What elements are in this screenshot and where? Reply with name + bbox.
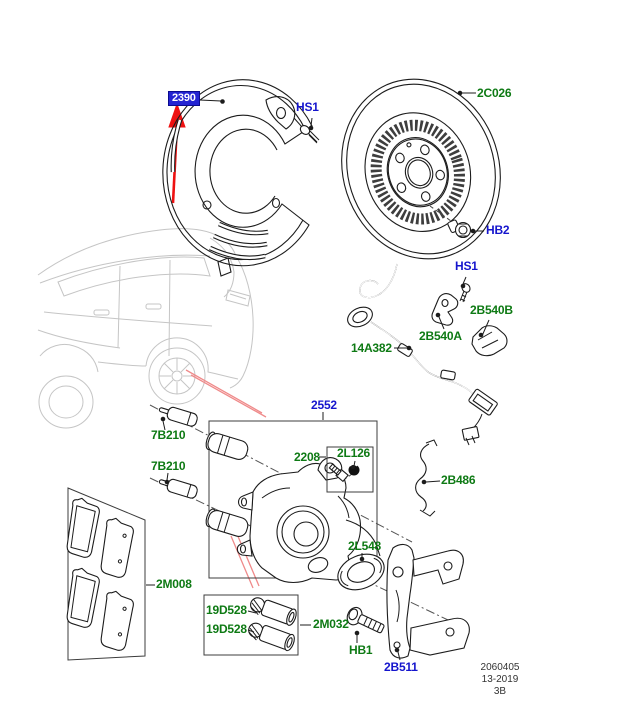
part-label-hs1-4[interactable]: HS1 [455, 259, 478, 273]
part-label-2m008-15[interactable]: 2M008 [156, 577, 192, 591]
sheet-revision: 3B [493, 686, 507, 697]
brake-pad [66, 567, 100, 628]
part-label-hb2-3[interactable]: HB2 [486, 223, 510, 237]
bleed-screw-box [326, 446, 374, 493]
part-label-2b511-20[interactable]: 2B511 [384, 660, 418, 674]
part-label-hs1-1[interactable]: HS1 [296, 100, 319, 114]
vehicle-sketch [37, 228, 254, 429]
caliper-assembly-box [205, 420, 381, 584]
part-label-7b210-12[interactable]: 7B210 [151, 459, 186, 473]
hs1-screw-top [299, 125, 320, 144]
part-label-2l126-10[interactable]: 2L126 [337, 446, 371, 460]
spring-clip-2b486 [415, 439, 438, 517]
part-label-hb1-19[interactable]: HB1 [349, 643, 373, 657]
pin-kit-box [203, 594, 299, 656]
bracket-2b540a [431, 293, 459, 326]
part-label-14a382-7[interactable]: 14A382 [351, 341, 392, 355]
part-label-2m032-18[interactable]: 2M032 [313, 617, 349, 631]
hb2-bolt [429, 205, 472, 239]
part-label-2l548-14[interactable]: 2L548 [348, 539, 382, 553]
zoom-callout-lines [185, 369, 267, 589]
brake-pad [100, 590, 134, 651]
bracket-2b511 [386, 543, 470, 659]
part-label-19d528-17[interactable]: 19D528 [206, 622, 247, 636]
brake-disc-drawing [341, 78, 501, 260]
rear-wheel-spokes [159, 358, 195, 394]
sheet-code: 2060405 [480, 662, 520, 673]
part-label-2552-8[interactable]: 2552 [311, 398, 337, 412]
part-label-2b540b-5[interactable]: 2B540B [470, 303, 513, 317]
hb1-bolt [346, 606, 385, 634]
part-label-2208-9[interactable]: 2208 [294, 450, 320, 464]
dust-shield-drawing [162, 79, 313, 277]
part-label-19d528-16[interactable]: 19D528 [206, 603, 247, 617]
leader-lines [146, 90, 490, 661]
seal-2l548 [337, 553, 385, 591]
part-label-7b210-11[interactable]: 7B210 [151, 428, 186, 442]
abs-sensor-cable-drawing [347, 263, 498, 446]
part-label-2b540a-6[interactable]: 2B540A [419, 329, 462, 343]
caliper-body-drawing [236, 457, 381, 584]
guide-pins-7b210 [158, 406, 198, 499]
brake-pad [100, 517, 134, 578]
sheet-date: 13-2019 [481, 674, 519, 685]
part-label-2390-0[interactable]: 2390 [168, 91, 200, 106]
part-label-2c026-2[interactable]: 2C026 [477, 86, 512, 100]
sheet-info: 2060405 13-2019 3B [450, 662, 550, 698]
brake-pad [66, 497, 100, 558]
pads-box-2m008 [66, 487, 146, 661]
part-label-2b486-13[interactable]: 2B486 [441, 473, 476, 487]
